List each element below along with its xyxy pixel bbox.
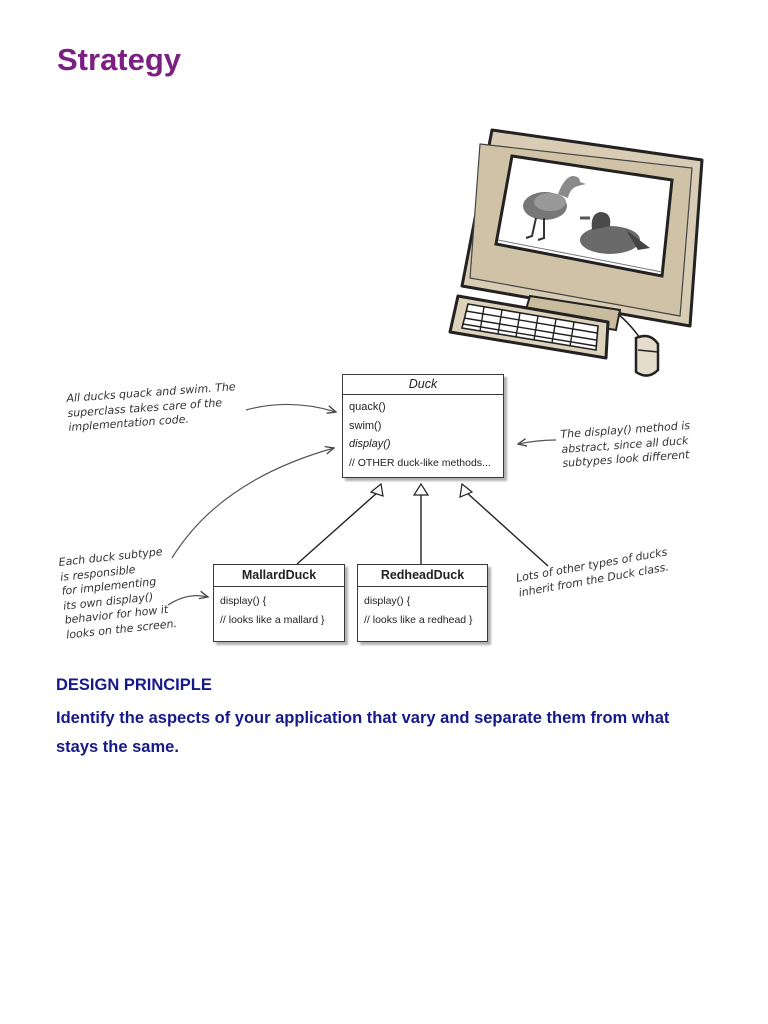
note-display-abstract: The display() method is abstract, since … (560, 419, 693, 471)
note-subtype: Each duck subtype is responsible for imp… (58, 544, 178, 642)
uml-method: // OTHER duck-like methods... (349, 456, 491, 469)
page-title: Strategy (57, 42, 182, 77)
inheritance-triangle-right (459, 482, 474, 498)
inheritance-triangle-left (369, 482, 384, 497)
uml-class-redhead-duck: RedheadDuck display() { // looks like a … (357, 564, 488, 642)
others-inheritance-line (465, 491, 549, 567)
uml-method: display() (349, 438, 391, 450)
uml-class-name: MallardDuck (214, 565, 344, 587)
uml-method: display() { (220, 595, 267, 607)
uml-class-duck: Duck quack() swim() display() // OTHER d… (342, 374, 504, 478)
uml-class-name: RedheadDuck (358, 565, 487, 587)
uml-method: swim() (349, 419, 382, 432)
inheritance-triangle-center (412, 482, 430, 496)
uml-method-list: display() { // looks like a mallard } (214, 587, 344, 634)
subtype-note-arrow-up (171, 448, 334, 559)
uml-method: // looks like a mallard } (220, 614, 325, 626)
uml-method: // looks like a redhead } (364, 614, 473, 626)
uml-class-name: Duck (343, 375, 503, 395)
superclass-note-arrow (245, 403, 336, 412)
uml-method: display() { (364, 595, 411, 607)
design-principle-text: Identify the aspects of your application… (56, 709, 670, 756)
design-principle-heading: DESIGN PRINCIPLE (56, 676, 212, 694)
uml-class-mallard-duck: MallardDuck display() { // looks like a … (213, 564, 345, 642)
subtype-note-arrow-right (167, 596, 208, 606)
mallard-inheritance-line (296, 491, 379, 565)
computer-illustration (448, 128, 704, 377)
uml-method: quack() (349, 401, 386, 413)
uml-method-list: display() { // looks like a redhead } (358, 587, 487, 634)
mouse-icon (617, 313, 660, 377)
display-note-arrow (518, 440, 557, 444)
uml-method-list: quack() swim() display() // OTHER duck-l… (343, 395, 503, 476)
keyboard-icon (448, 294, 610, 360)
design-principle: DESIGN PRINCIPLE Identify the aspects of… (56, 676, 716, 762)
duck-photo-icon (523, 176, 650, 254)
